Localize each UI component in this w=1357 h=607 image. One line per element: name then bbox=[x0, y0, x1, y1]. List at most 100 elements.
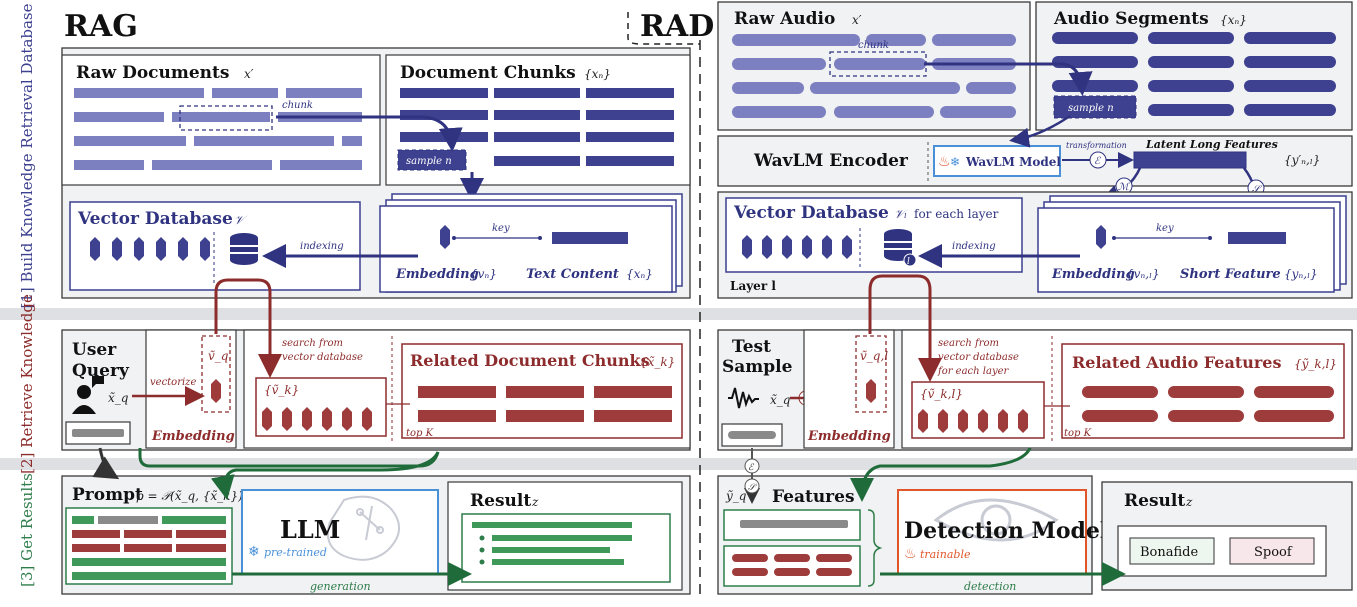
brain-icon bbox=[326, 495, 400, 561]
rad-key-label: key bbox=[1156, 223, 1174, 234]
vk-hexes bbox=[262, 407, 372, 431]
audio-segments-title: Audio Segments bbox=[1053, 9, 1209, 29]
features-title: Features bbox=[772, 487, 855, 507]
text-content-symbol: {xₙ} bbox=[626, 267, 653, 281]
rag-result-title: Result bbox=[470, 491, 531, 511]
wavlm-model-box bbox=[933, 145, 1061, 177]
audio-segments-symbol: {xₙ} bbox=[1220, 13, 1247, 27]
rad-embedding-stack bbox=[1037, 195, 1347, 293]
vk-symbol: {ṽ_k} bbox=[264, 383, 299, 397]
vectorize-label: vectorize bbox=[150, 377, 196, 388]
document-chunks-title: Document Chunks bbox=[400, 63, 576, 83]
rad-embedding-symbol: {vₙ,ₗ} bbox=[1126, 267, 1160, 281]
latent-bar bbox=[1133, 151, 1247, 169]
related-features-title: Related Audio Features bbox=[1072, 353, 1281, 372]
svg-text:ℰ: ℰ bbox=[1094, 156, 1101, 167]
embedding-symbol: {vₙ} bbox=[470, 267, 497, 281]
svg-text:ℰ: ℰ bbox=[748, 463, 755, 473]
snowflake-icon: ❄ bbox=[248, 544, 260, 560]
yq-symbol: ỹ_q bbox=[725, 489, 747, 503]
eye-icon bbox=[933, 498, 1059, 542]
svg-text:𝒮: 𝒮 bbox=[748, 483, 758, 493]
short-feature-title: Short Feature bbox=[1180, 267, 1281, 282]
related-features-symbol: {ỹ_k,l} bbox=[1294, 357, 1337, 371]
vector-database-title: Vector Database bbox=[77, 209, 233, 229]
audio-chunk-label: chunk bbox=[858, 40, 889, 51]
generation-label: generation bbox=[310, 580, 371, 593]
embedding-title: Embedding bbox=[395, 267, 479, 282]
latent-long-label: Latent Long Features bbox=[1145, 138, 1278, 151]
side-label-retrieve: [2] Retrieve Knowledge bbox=[18, 294, 36, 474]
raw-audio-bars bbox=[732, 34, 1016, 118]
rad-embedding-q-title: Embedding bbox=[807, 429, 891, 444]
rad-vq-symbol: ṽ_q,l bbox=[860, 349, 888, 363]
query-symbol: x̃_q bbox=[108, 391, 129, 405]
rad-vector-database-box bbox=[725, 197, 1023, 273]
rad-embedding-title: Embedding bbox=[1051, 267, 1135, 282]
vq-symbol: ṽ_q bbox=[208, 349, 229, 363]
detection-model-title: Detection Model bbox=[904, 518, 1108, 544]
rad-result-title: Result bbox=[1124, 491, 1185, 511]
chunk-arrow bbox=[276, 115, 463, 152]
vector-hexes bbox=[90, 237, 210, 261]
detection-label: detection bbox=[964, 580, 1016, 593]
related-feature-bars bbox=[1082, 386, 1334, 422]
bonafide-label: Bonafide bbox=[1140, 545, 1198, 560]
short-feature-symbol: {yₙ,ₗ} bbox=[1284, 267, 1318, 281]
transformation-label: transformation bbox=[1066, 141, 1127, 150]
rag-result-symbol: z bbox=[531, 495, 539, 509]
related-chunks-title: Related Document Chunks bbox=[410, 351, 650, 370]
search-from-line1: search from bbox=[282, 338, 343, 349]
llm-title: LLM bbox=[280, 515, 340, 544]
wavlm-model-label: WavLM Model bbox=[965, 155, 1061, 169]
snowflake-icon-2: ❄ bbox=[950, 155, 960, 169]
bonafide-box bbox=[1129, 537, 1215, 565]
retrieve-arrow bbox=[214, 278, 282, 378]
layer-label: Layer l bbox=[730, 279, 776, 293]
top-k-label: top K bbox=[406, 428, 434, 439]
rad-title: RAD bbox=[640, 9, 714, 44]
rad-vector-database-symbol: 𝒱ₗ bbox=[894, 207, 908, 221]
key-label: key bbox=[492, 223, 510, 234]
svg-text:l: l bbox=[907, 257, 910, 267]
spoof-box bbox=[1229, 537, 1315, 565]
sample-n-label: sample n bbox=[406, 156, 452, 167]
svg-text:ℳ: ℳ bbox=[1118, 182, 1130, 193]
llm-box bbox=[241, 489, 439, 575]
rad-retrieve-arrow bbox=[868, 274, 942, 382]
rad-search-line3: for each layer bbox=[937, 366, 1010, 377]
features-related-bars bbox=[732, 554, 852, 576]
side-label-results: [3] Get Results bbox=[18, 473, 36, 587]
raw-documents-symbol: x′ bbox=[244, 67, 254, 81]
band-1 bbox=[0, 308, 1357, 320]
prompt-title: Prompt bbox=[72, 485, 143, 505]
raw-document-bars bbox=[74, 88, 362, 170]
context-arrow bbox=[210, 451, 440, 500]
rad-search-line1: search from bbox=[938, 338, 999, 349]
rad-vk-hexes bbox=[918, 409, 1028, 433]
database-icon bbox=[230, 233, 258, 265]
rad-search-line2: vector database bbox=[938, 352, 1019, 363]
features-arrow bbox=[850, 447, 1032, 502]
raw-documents-title: Raw Documents bbox=[76, 63, 229, 83]
prompt-bars bbox=[72, 516, 226, 580]
chunk-selection bbox=[179, 105, 273, 131]
band-2 bbox=[0, 458, 1357, 470]
chunk-label: chunk bbox=[282, 100, 313, 111]
audio-sample-n-label: sample n bbox=[1068, 103, 1114, 114]
sample-n-box bbox=[397, 149, 467, 171]
rad-embedding-q-box bbox=[803, 329, 895, 449]
trainable-label: trainable bbox=[920, 548, 971, 561]
embedding-stack bbox=[379, 193, 683, 293]
side-label-build: [1] Build Knowledge Retrieval Database bbox=[18, 3, 36, 308]
rag-result-lines bbox=[472, 522, 632, 565]
document-chunks-symbol: {xₙ} bbox=[584, 67, 611, 81]
pre-trained-label: pre-trained bbox=[264, 546, 327, 559]
flame-icon: ♨ bbox=[938, 154, 951, 170]
flame-icon-2: ♨ bbox=[904, 546, 917, 562]
latent-symbol: {y′ₙ,ₗ} bbox=[1284, 153, 1320, 167]
rad-result-symbol: z bbox=[1185, 495, 1193, 509]
text-content-title: Text Content bbox=[526, 267, 619, 282]
